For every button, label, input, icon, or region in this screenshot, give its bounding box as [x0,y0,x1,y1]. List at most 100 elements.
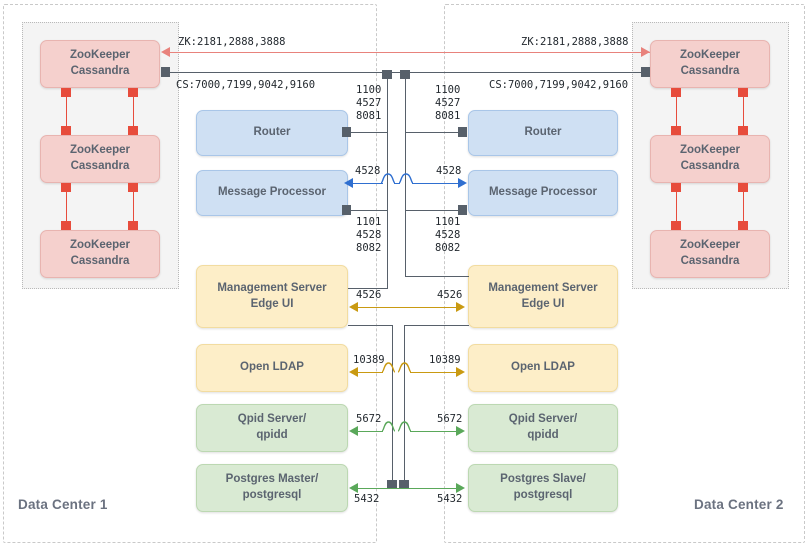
port-value: 4528 [435,228,461,241]
node-line: Cassandra [70,65,130,77]
router-link-dc2 [405,132,459,133]
node-line: Cassandra [70,255,130,267]
arrowhead-right [641,67,650,77]
node-line: Open LDAP [240,361,304,374]
trunk-elbow-left [348,288,388,289]
dc1-router[interactable]: Router [196,110,348,156]
arrowhead-left [349,302,358,312]
dc1-message-processor[interactable]: Message Processor [196,170,348,216]
node-line: Open LDAP [511,361,575,374]
arrowhead-left [344,178,353,188]
downstream-trunk-left [392,325,393,482]
arrowhead-left [342,205,351,215]
zk-internal-link-dc2-a [676,96,677,128]
router-ports-label-left: 1100 4527 8081 [356,84,381,122]
dc2-zookeeper-cassandra-1[interactable]: ZooKeeper Cassandra [650,40,770,88]
management-port-label-right: 4526 [437,289,463,301]
arrowhead-down [61,221,71,230]
port-value: 8081 [435,109,461,122]
node-line: Postgres Master/ [225,473,319,486]
dc1-zookeeper-cassandra-2[interactable]: ZooKeeper Cassandra [40,135,160,183]
arrowhead-down [128,126,138,135]
dc2-zookeeper-cassandra-2[interactable]: ZooKeeper Cassandra [650,135,770,183]
cassandra-ports-label-left: CS:7000,7199,9042,9160 [176,79,316,91]
data-center-1-boundary [3,4,377,543]
dc2-qpid-server[interactable]: Qpid Server/ qpidd [468,404,618,452]
arrowhead-up [671,88,681,97]
dc1-zookeeper-cassandra-1[interactable]: ZooKeeper Cassandra [40,40,160,88]
zk-internal-link-dc1-d [133,191,134,223]
arrowhead-down [738,126,748,135]
dc2-router[interactable]: Router [468,110,618,156]
arrowhead-up [61,183,71,192]
port-value: 8081 [356,109,382,122]
arrowhead-right [456,483,465,493]
node-line: ZooKeeper [679,49,741,62]
trunk-elbow-right [405,276,469,277]
dc2-postgres-slave[interactable]: Postgres Slave/ postgresql [468,464,618,512]
zk-internal-link-dc1-b [133,96,134,128]
arrowhead-right [458,127,467,137]
arrowhead-right [458,205,467,215]
arrowhead-left [349,426,358,436]
arrowhead-down [399,480,409,489]
node-line: Message Processor [217,186,327,199]
mp-link-dc1 [352,183,383,184]
node-line: ZooKeeper [69,49,131,62]
node-line: ZooKeeper [69,239,131,252]
node-line: postgresql [242,489,302,501]
zookeeper-ports-label-left: ZK:2181,2888,3888 [178,36,286,48]
cassandra-cross-dc-link [170,72,650,73]
dc2-zookeeper-cassandra-3[interactable]: ZooKeeper Cassandra [650,230,770,278]
downstream-elbow-right [404,325,469,326]
upstream-trunk-left [387,78,388,288]
node-line: ZooKeeper [69,144,131,157]
mp-link-dc2 [412,183,459,184]
arrowhead-up [128,88,138,97]
postgres-replication-link [357,488,457,489]
port-value: 1101 [356,216,382,228]
zk-internal-link-dc1-c [66,191,67,223]
data-center-2-label: Data Center 2 [694,497,784,512]
dc1-management-server[interactable]: Management Server Edge UI [196,265,348,328]
zookeeper-cross-dc-link [170,52,650,53]
node-line: Router [253,126,291,139]
postgres-port-label-left: 5432 [354,493,380,505]
node-line: Edge UI [250,297,294,310]
arrowhead-up [400,70,410,79]
node-line: Router [524,126,562,139]
port-value: 4527 [435,96,461,109]
mp-link-mid [394,183,400,184]
arrowhead-right [458,178,467,188]
dc2-management-server[interactable]: Management Server Edge UI [468,265,618,328]
dc2-open-ldap[interactable]: Open LDAP [468,344,618,392]
mp-inbound-port-label-left: 4528 [355,165,381,177]
node-line: Cassandra [680,255,740,267]
arrowhead-right [456,302,465,312]
node-line: postgresql [513,489,573,501]
dc1-zookeeper-cassandra-3[interactable]: ZooKeeper Cassandra [40,230,160,278]
port-value: 4528 [356,228,382,241]
dc1-open-ldap[interactable]: Open LDAP [196,344,348,392]
arrowhead-left [161,47,170,57]
node-line: Edge UI [521,297,565,310]
wire-hop-icon [399,173,413,184]
node-line: Cassandra [680,65,740,77]
dc1-postgres-master[interactable]: Postgres Master/ postgresql [196,464,348,512]
dc1-qpid-server[interactable]: Qpid Server/ qpidd [196,404,348,452]
mp-out-link-dc1 [350,210,387,211]
arrowhead-up [128,183,138,192]
wire-hop-icon [381,173,395,184]
wire-hop-icon [382,362,395,373]
arrowhead-up [671,183,681,192]
ldap-port-label-left: 10389 [353,354,385,366]
zk-internal-link-dc2-d [743,191,744,223]
qpid-port-label-left: 5672 [356,413,382,425]
node-line: qpidd [527,429,559,441]
port-value: 4527 [356,96,382,109]
node-line: Cassandra [680,160,740,172]
zk-internal-link-dc2-c [676,191,677,223]
dc2-message-processor[interactable]: Message Processor [468,170,618,216]
zk-internal-link-dc2-b [743,96,744,128]
